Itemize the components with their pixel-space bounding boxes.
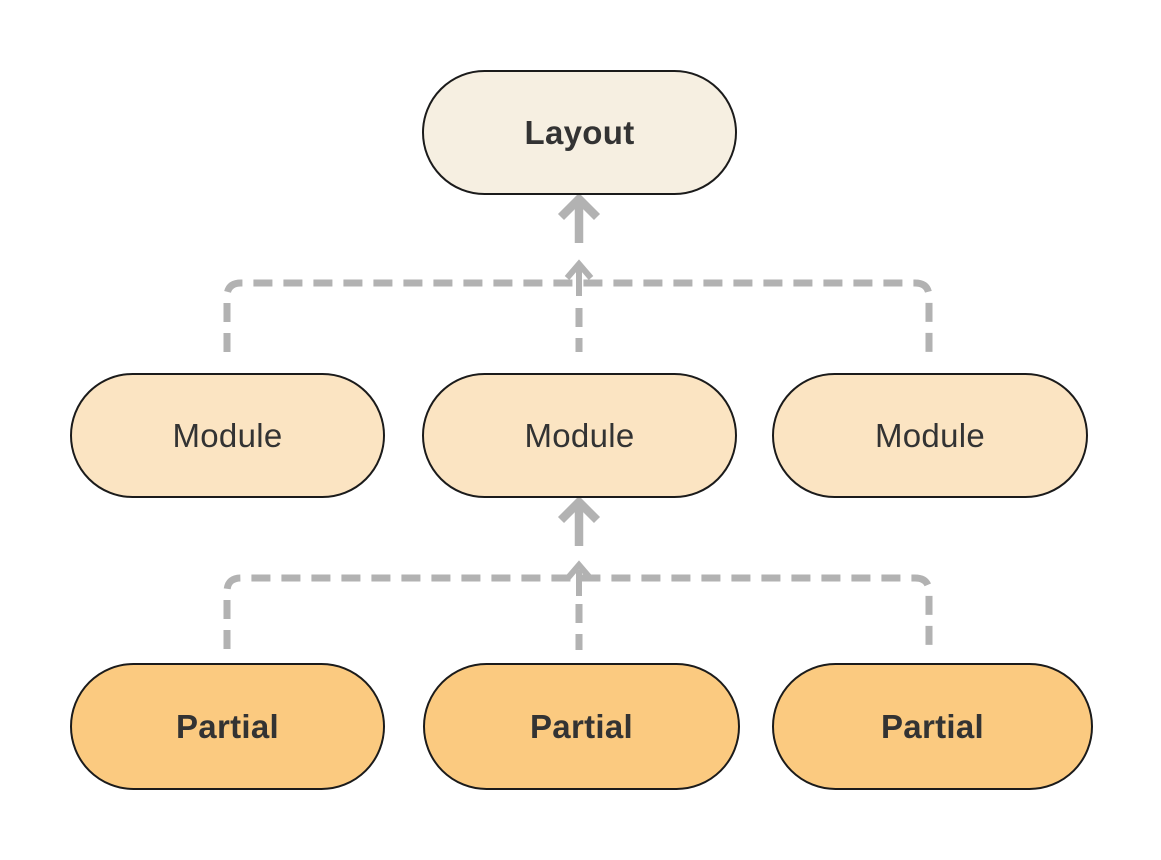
node-module-center: Module [422, 373, 737, 498]
node-partial-left: Partial [70, 663, 385, 790]
node-partial-right: Partial [772, 663, 1093, 790]
node-module-label: Module [524, 416, 635, 454]
node-module-label: Module [172, 416, 283, 454]
node-module-right: Module [772, 373, 1088, 498]
node-module-left: Module [70, 373, 385, 498]
node-partial-center: Partial [423, 663, 740, 790]
modules-merge-arrow-up-icon [564, 259, 594, 296]
partials-to-module-dashed-bracket [223, 574, 933, 650]
node-layout-label: Layout [524, 113, 635, 151]
node-layout: Layout [422, 70, 737, 195]
modules-to-layout-dashed-bracket [223, 279, 933, 352]
node-partial-label: Partial [530, 707, 633, 745]
module-arrow-up-icon [557, 495, 601, 546]
partials-merge-arrow-up-icon [564, 560, 594, 596]
layout-arrow-up-icon [557, 192, 601, 243]
node-partial-label: Partial [176, 707, 279, 745]
node-partial-label: Partial [881, 707, 984, 745]
node-module-label: Module [874, 416, 986, 454]
